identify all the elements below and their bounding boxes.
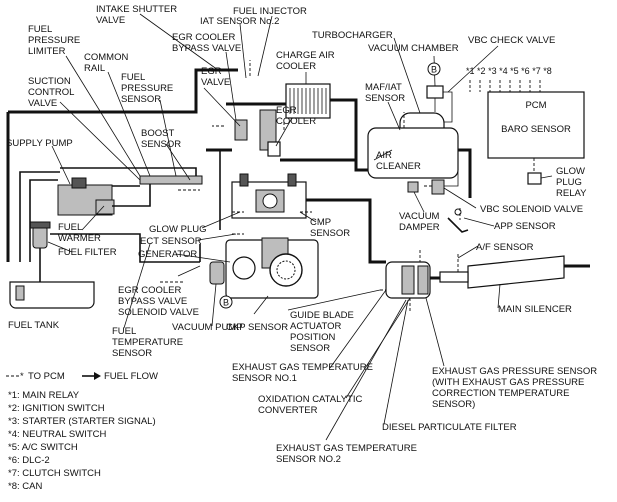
- marker-b-bottom-label: B: [223, 298, 229, 308]
- label-af-sensor: A/F SENSOR: [476, 242, 534, 253]
- footnote-list: *1: MAIN RELAY *2: IGNITION SWITCH *3: S…: [8, 390, 156, 492]
- label-fuel-pressure-limiter: FUEL PRESSURE LIMITER: [28, 24, 83, 57]
- fuel-tank: [9, 281, 95, 309]
- label-vacuum-chamber: VACUUM CHAMBER: [368, 43, 459, 54]
- vbc-solenoid-valve: [431, 179, 445, 195]
- footnote-item: *6: DLC-2: [8, 455, 50, 466]
- supply-pump: [57, 177, 115, 216]
- label-guide-blade: GUIDE BLADE ACTUATOR POSITION SENSOR: [290, 310, 357, 354]
- label-maf-iat-sensor: MAF/IAT SENSOR: [365, 82, 405, 104]
- label-supply-pump: SUPPLY PUMP: [6, 138, 73, 149]
- vacuum-damper: [407, 181, 419, 193]
- label-exhaust-gas-temp-2: EXHAUST GAS TEMPERATURE SENSOR NO.2: [276, 443, 420, 465]
- label-fuel-warmer: FUEL WARMER: [58, 222, 101, 244]
- label-pcm-pins: *1 *2 *3 *4 *5 *6 *7 *8: [466, 66, 552, 76]
- label-egr-cooler: EGR COOLER: [276, 105, 316, 127]
- label-glow-plug: GLOW PLUG: [149, 224, 207, 235]
- label-vbc-solenoid-valve: VBC SOLENOID VALVE: [480, 204, 583, 215]
- footnote-item: *5: A/C SWITCH: [8, 442, 78, 453]
- label-exhaust-gas-pressure: EXHAUST GAS PRESSURE SENSOR (WITH EXHAUS…: [432, 366, 600, 410]
- legend-to-pcm-star: *: [20, 371, 24, 382]
- app-sensor-pedal: [447, 217, 469, 233]
- engine-block: [225, 237, 319, 299]
- charge-air-cooler: [285, 83, 331, 119]
- marker-b-bottom: B: [219, 295, 233, 309]
- main-silencer: [467, 255, 565, 289]
- vacuum-chamber: [426, 85, 444, 99]
- footnote-item: *2: IGNITION SWITCH: [8, 403, 105, 414]
- footnote-item: *7: CLUTCH SWITCH: [8, 468, 101, 479]
- label-turbocharger: TURBOCHARGER: [312, 30, 393, 41]
- label-suction-control-valve: SUCTION CONTROL VALVE: [28, 76, 77, 109]
- label-baro-sensor: BARO SENSOR: [501, 124, 571, 135]
- label-boost-sensor: BOOST SENSOR: [141, 128, 181, 150]
- label-glow-plug-relay: GLOW PLUG RELAY: [556, 166, 588, 199]
- label-fuel-temperature-sensor: FUEL TEMPERATURE SENSOR: [112, 326, 186, 359]
- label-main-silencer: MAIN SILENCER: [498, 304, 572, 315]
- glow-plug-relay-box: [527, 172, 542, 185]
- marker-b-top: B: [427, 62, 441, 76]
- label-app-sensor: APP SENSOR: [494, 221, 556, 232]
- egr-valve-assembly: [234, 109, 281, 157]
- label-fuel-injector: FUEL INJECTOR: [233, 6, 307, 17]
- label-vacuum-pump: VACUUM PUMP: [172, 322, 243, 333]
- legend: * TO PCM FUEL FLOW: [6, 371, 158, 382]
- label-exhaust-gas-temp-1: EXHAUST GAS TEMPERATURE SENSOR NO.1: [232, 362, 376, 384]
- label-oxidation-converter: OXIDATION CATALYTIC CONVERTER: [258, 394, 365, 416]
- label-egr-bypass-solenoid: EGR COOLER BYPASS VALVE SOLENOID VALVE: [118, 285, 199, 318]
- marker-b-top-label: B: [431, 65, 437, 75]
- pcm-box: [487, 91, 585, 159]
- fuel-filter: [29, 221, 51, 249]
- pcm-signal-lines: [160, 60, 541, 312]
- label-iat-sensor-2: IAT SENSOR No.2: [200, 16, 279, 27]
- label-fuel-filter: FUEL FILTER: [58, 247, 117, 258]
- footnote-item: *8: CAN: [8, 481, 42, 492]
- label-pcm: PCM: [525, 100, 546, 111]
- footnote-item: *4: NEUTRAL SWITCH: [8, 429, 106, 440]
- label-cmp-sensor: CMP SENSOR: [310, 217, 350, 239]
- label-fuel-pressure-sensor: FUEL PRESSURE SENSOR: [121, 72, 176, 105]
- footnote-item: *3: STARTER (STARTER SIGNAL): [8, 416, 156, 427]
- oxidation-catalytic-converter: [385, 261, 431, 299]
- vacuum-pump: [209, 261, 225, 285]
- label-dpf: DIESEL PARTICULATE FILTER: [382, 422, 517, 433]
- label-ckp-sensor: CKP SENSOR: [226, 322, 288, 333]
- label-ect-sensor: ECT SENSOR: [140, 236, 202, 247]
- label-air-cleaner: AIR CLEANER: [376, 150, 421, 172]
- label-charge-air-cooler: CHARGE AIR COOLER: [276, 50, 337, 72]
- label-vbc-check-valve: VBC CHECK VALVE: [468, 35, 555, 46]
- label-vacuum-damper: VACUUM DAMPER: [399, 211, 442, 233]
- label-intake-shutter-valve: INTAKE SHUTTER VALVE: [96, 4, 180, 26]
- fuel-flow-arrow-icon: [94, 372, 101, 380]
- label-egr-cooler-bypass-valve: EGR COOLER BYPASS VALVE: [172, 32, 241, 54]
- engine-head: [231, 173, 307, 219]
- pipe-network: [6, 68, 590, 282]
- leader-lines: [47, 13, 553, 441]
- legend-to-pcm: TO PCM: [28, 371, 65, 382]
- label-egr-valve: EGR VALVE: [201, 66, 230, 88]
- air-cleaner: [367, 127, 459, 179]
- label-generator: GENERATOR: [138, 249, 197, 260]
- label-common-rail: COMMON RAIL: [84, 52, 131, 74]
- label-fuel-tank: FUEL TANK: [8, 320, 60, 331]
- common-rail: [139, 175, 203, 185]
- legend-fuel-flow: FUEL FLOW: [104, 371, 158, 382]
- footnote-item: *1: MAIN RELAY: [8, 390, 80, 401]
